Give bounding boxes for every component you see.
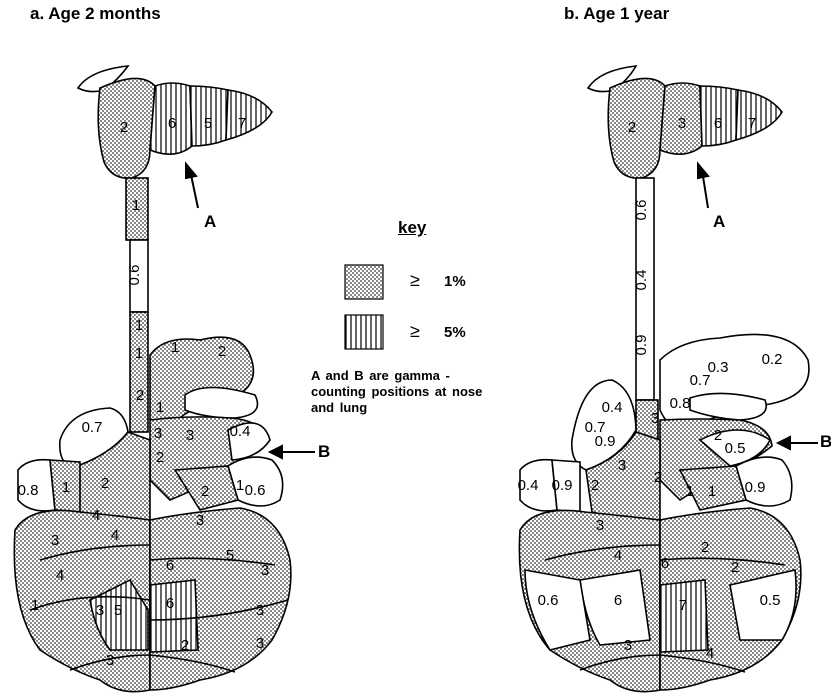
panel-b-value-7: 0.3 bbox=[708, 359, 729, 376]
panel-b-value-1: 3 bbox=[678, 115, 686, 132]
position-b-label-a: B bbox=[318, 442, 330, 462]
panel-b-value-31: 6 bbox=[614, 592, 622, 609]
panel-a-value-17: 2 bbox=[101, 475, 109, 492]
panel-b-value-16: 0.5 bbox=[725, 440, 746, 457]
position-a-label-b: A bbox=[713, 212, 725, 232]
panel-a-value-9: 2 bbox=[218, 343, 226, 360]
lung-b-lower-left-0.6 bbox=[525, 570, 590, 650]
panel-b-value-34: 3 bbox=[624, 637, 632, 654]
panel-a-value-23: 4 bbox=[92, 507, 100, 524]
panel-a-value-19: 3 bbox=[186, 427, 194, 444]
panel-b-value-9: 0.7 bbox=[690, 372, 711, 389]
panel-a-value-27: 4 bbox=[56, 567, 64, 584]
position-b-label-b: B bbox=[820, 432, 831, 452]
nose-region-b-4 bbox=[736, 90, 782, 140]
nose-region-a-4 bbox=[226, 90, 272, 140]
panel-b-value-26: 4 bbox=[614, 547, 622, 564]
panel-a-value-31: 3 bbox=[261, 562, 269, 579]
panel-a-value-4: 1 bbox=[132, 197, 140, 214]
panel-b-value-14: 2 bbox=[714, 427, 722, 444]
panel-a-value-18: 2 bbox=[156, 449, 164, 466]
panel-a-value-25: 3 bbox=[51, 532, 59, 549]
panel-a-value-0: 2 bbox=[120, 119, 128, 136]
panel-a-value-16: 1 bbox=[62, 479, 70, 496]
lung-a-lower-right-hatch bbox=[150, 580, 198, 652]
panel-a-value-6: 1 bbox=[135, 317, 143, 334]
panel-b-value-8: 0.2 bbox=[762, 351, 783, 368]
position-a-label-a: A bbox=[204, 212, 216, 232]
panel-b-value-18: 0.9 bbox=[552, 477, 573, 494]
panel-b-value-5: 0.4 bbox=[633, 270, 650, 291]
panel-a-value-1: 6 bbox=[168, 115, 176, 132]
panel-a-value-11: 1 bbox=[156, 399, 164, 416]
panel-a-value-5: 0.6 bbox=[126, 265, 143, 286]
panel-a-value-29: 5 bbox=[226, 547, 234, 564]
panel-b-value-30: 0.6 bbox=[538, 592, 559, 609]
panel-a-value-26: 3 bbox=[196, 512, 204, 529]
nose-region-b-1 bbox=[608, 78, 665, 178]
panel-a-value-3: 7 bbox=[238, 115, 246, 132]
key-stipple-label: 1% bbox=[444, 273, 466, 290]
panel-b-value-23: 1 bbox=[708, 483, 716, 500]
panel-a-value-20: 2 bbox=[201, 483, 209, 500]
panel-b-value-12: 3 bbox=[651, 410, 659, 427]
panel-b-value-22: 1 bbox=[686, 483, 694, 500]
panel-b-value-35: 4 bbox=[706, 645, 714, 662]
panel-a-value-24: 4 bbox=[111, 527, 119, 544]
panel-a-value-7: 1 bbox=[135, 345, 143, 362]
key-title: key bbox=[398, 218, 426, 238]
panel-a-value-30: 3 bbox=[96, 602, 104, 619]
panel-b-value-2: 6 bbox=[714, 115, 722, 132]
key-note: A and B are gamma - counting positions a… bbox=[311, 368, 496, 416]
key-stipple-swatch bbox=[345, 265, 383, 299]
panel-b-value-10: 0.8 bbox=[670, 395, 691, 412]
panel-b-value-25: 3 bbox=[596, 517, 604, 534]
panel-b-value-32: 7 bbox=[679, 597, 687, 614]
panel-a-value-10: 2 bbox=[136, 387, 144, 404]
panel-b-value-6: 0.9 bbox=[633, 335, 650, 356]
panel-a-value-36: 2 bbox=[181, 637, 189, 654]
panel-b-value-20: 3 bbox=[618, 457, 626, 474]
panel-b-value-21: 2 bbox=[654, 469, 662, 486]
panel-a-value-13: 0.7 bbox=[82, 419, 103, 436]
panel-b-value-4: 0.6 bbox=[633, 200, 650, 221]
panel-a-value-35: 6 bbox=[166, 595, 174, 612]
panel-a-value-37: 3 bbox=[106, 652, 114, 669]
panel-b-value-3: 7 bbox=[748, 115, 756, 132]
panel-b-value-33: 0.5 bbox=[760, 592, 781, 609]
panel-a-value-2: 5 bbox=[204, 115, 212, 132]
panel-a-value-22: 0.6 bbox=[245, 482, 266, 499]
panel-a-value-12: 3 bbox=[154, 425, 162, 442]
panel-b-value-28: 2 bbox=[701, 539, 709, 556]
panel-a-value-8: 1 bbox=[171, 339, 179, 356]
panel-b-value-17: 0.4 bbox=[518, 477, 539, 494]
panel-a-value-33: 3 bbox=[256, 602, 264, 619]
lung-a-right-cleft bbox=[185, 388, 258, 419]
panel-a-value-32: 1 bbox=[31, 597, 39, 614]
panel-b-value-19: 2 bbox=[591, 477, 599, 494]
panel-a-value-34: 5 bbox=[114, 602, 122, 619]
panel-b-value-11: 0.4 bbox=[602, 399, 623, 416]
panel-a-diagram bbox=[14, 66, 291, 692]
panel-b-value-0: 2 bbox=[628, 119, 636, 136]
panel-a-value-38: 3 bbox=[256, 635, 264, 652]
ge-symbol-1: ≥ bbox=[410, 270, 420, 291]
panel-a-value-28: 6 bbox=[166, 557, 174, 574]
panel-a-value-14: 0.4 bbox=[230, 423, 251, 440]
panel-b-value-24: 0.9 bbox=[745, 479, 766, 496]
lung-b-lower-right-hatch bbox=[660, 580, 708, 652]
panel-a-value-15: 0.8 bbox=[18, 482, 39, 499]
panel-a-value-21: 1 bbox=[236, 477, 244, 494]
key-hatch-swatch bbox=[345, 315, 383, 349]
ge-symbol-2: ≥ bbox=[410, 321, 420, 342]
panel-b-value-27: 6 bbox=[661, 555, 669, 572]
key-hatch-label: 5% bbox=[444, 324, 466, 341]
panel-b-value-15: 0.9 bbox=[595, 433, 616, 450]
panel-b-value-29: 2 bbox=[731, 559, 739, 576]
